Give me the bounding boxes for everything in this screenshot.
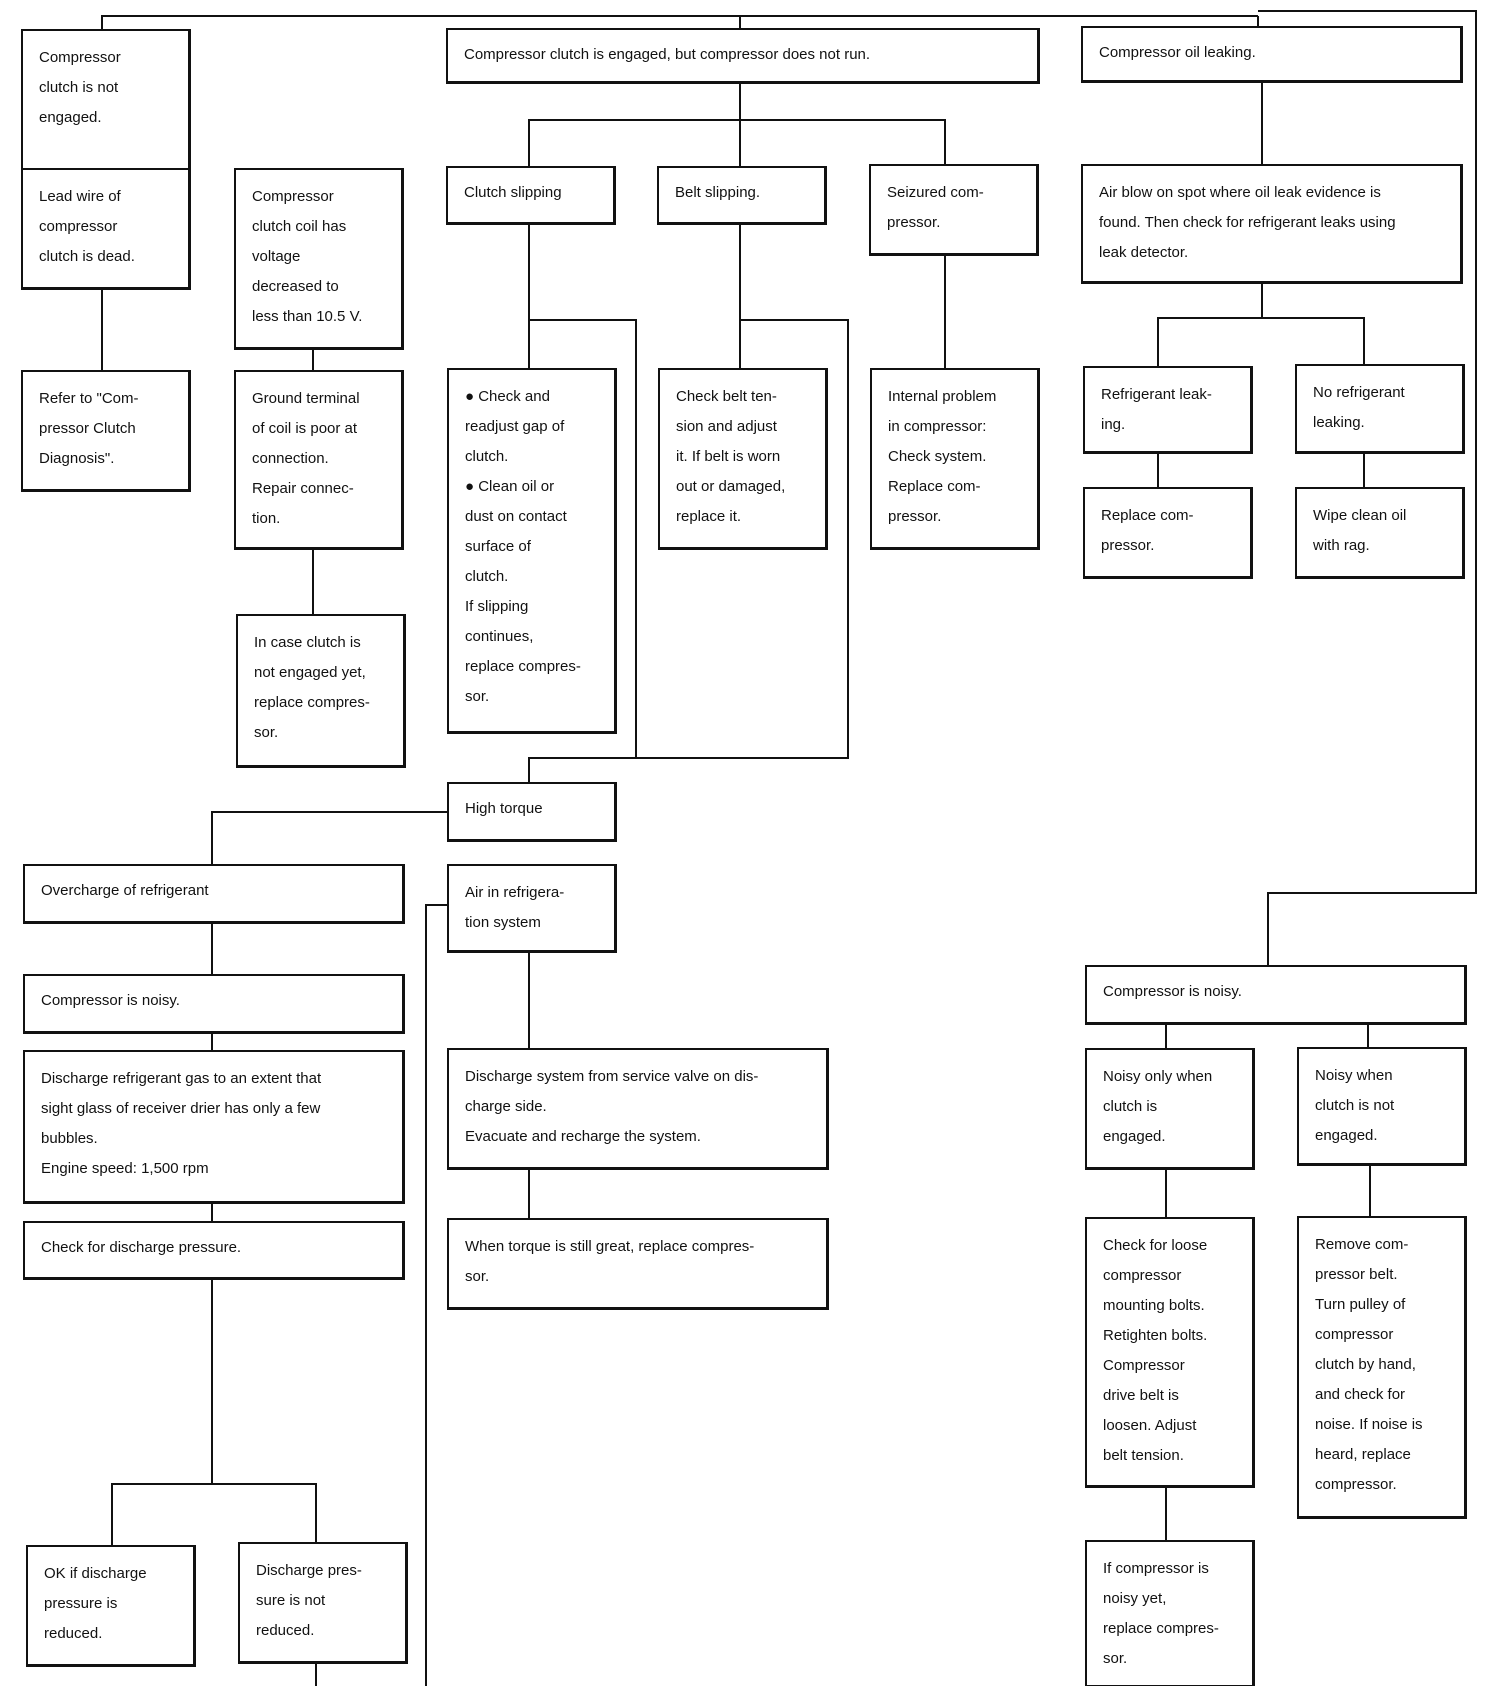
connector-line: [211, 811, 447, 864]
refer-clutch-diagnosis-box: Refer to "Com- pressor Clutch Diagnosis"…: [21, 370, 191, 492]
internal-problem-box: Internal problem in compressor: Check sy…: [870, 368, 1040, 550]
clutch-engaged-no-run-box: Compressor clutch is engaged, but compre…: [446, 28, 1040, 84]
connector-line: [315, 904, 447, 1686]
air-blow-check-leaks-box: Air blow on spot where oil leak evidence…: [1081, 164, 1463, 284]
torque-still-great-box: When torque is still great, replace comp…: [447, 1218, 829, 1310]
connector-line: [740, 119, 946, 164]
noisy-clutch-engaged-box: Noisy only when clutch is engaged.: [1085, 1048, 1255, 1170]
high-torque-box: High torque: [447, 782, 617, 842]
check-discharge-pressure-box: Check for discharge pressure.: [23, 1221, 405, 1280]
wipe-clean-oil-box: Wipe clean oil with rag.: [1295, 487, 1465, 579]
connector-line: [529, 319, 637, 758]
connector-line: [212, 1483, 317, 1542]
replace-compressor-box: Replace com- pressor.: [1083, 487, 1253, 579]
ok-pressure-reduced-box: OK if discharge pressure is reduced.: [26, 1545, 196, 1667]
oil-leaking-box: Compressor oil leaking.: [1081, 26, 1463, 83]
check-belt-tension-box: Check belt ten- sion and adjust it. If b…: [658, 368, 828, 550]
remove-compressor-belt-box: Remove com- pressor belt. Turn pulley of…: [1297, 1216, 1467, 1519]
connector-line: [111, 1280, 213, 1545]
compressor-noisy-left-box: Compressor is noisy.: [23, 974, 405, 1034]
noisy-clutch-not-engaged-box: Noisy when clutch is not engaged.: [1297, 1047, 1467, 1166]
compressor-noisy-right-box: Compressor is noisy.: [1085, 965, 1467, 1025]
air-in-system-box: Air in refrigera- tion system: [447, 864, 617, 953]
connector-line: [1262, 317, 1365, 364]
discharge-gas-box: Discharge refrigerant gas to an extent t…: [23, 1050, 405, 1204]
seizured-compressor-box: Seizured com- pressor.: [869, 164, 1039, 256]
connector-line: [528, 319, 849, 782]
belt-slipping-box: Belt slipping.: [657, 166, 827, 225]
lead-wire-dead-box: Lead wire of compressor clutch is dead.: [21, 168, 191, 290]
connector-line: [1157, 284, 1263, 366]
clutch-slipping-box: Clutch slipping: [446, 166, 616, 225]
connector-line: [1258, 10, 1477, 965]
ground-terminal-poor-box: Ground terminal of coil is poor at conne…: [234, 370, 404, 550]
clutch-not-engaged-box: Compressor clutch is not engaged.: [21, 29, 191, 181]
pressure-not-reduced-box: Discharge pres- sure is not reduced.: [238, 1542, 408, 1664]
compressor-noisy-yet-box: If compressor is noisy yet, replace comp…: [1085, 1540, 1255, 1686]
clutch-not-engaged-yet-box: In case clutch is not engaged yet, repla…: [236, 614, 406, 768]
no-refrigerant-leaking-box: No refrigerant leaking.: [1295, 364, 1465, 454]
refrigerant-leaking-box: Refrigerant leak- ing.: [1083, 366, 1253, 454]
connector-line: [528, 84, 741, 166]
check-loose-bolts-box: Check for loose compressor mounting bolt…: [1085, 1217, 1255, 1488]
connector-line: [101, 15, 1258, 29]
check-clutch-gap-box: ● Check and readjust gap of clutch. ● Cl…: [447, 368, 617, 734]
overcharge-refrigerant-box: Overcharge of refrigerant: [23, 864, 405, 924]
discharge-from-valve-box: Discharge system from service valve on d…: [447, 1048, 829, 1170]
coil-voltage-decreased-box: Compressor clutch coil has voltage decre…: [234, 168, 404, 350]
